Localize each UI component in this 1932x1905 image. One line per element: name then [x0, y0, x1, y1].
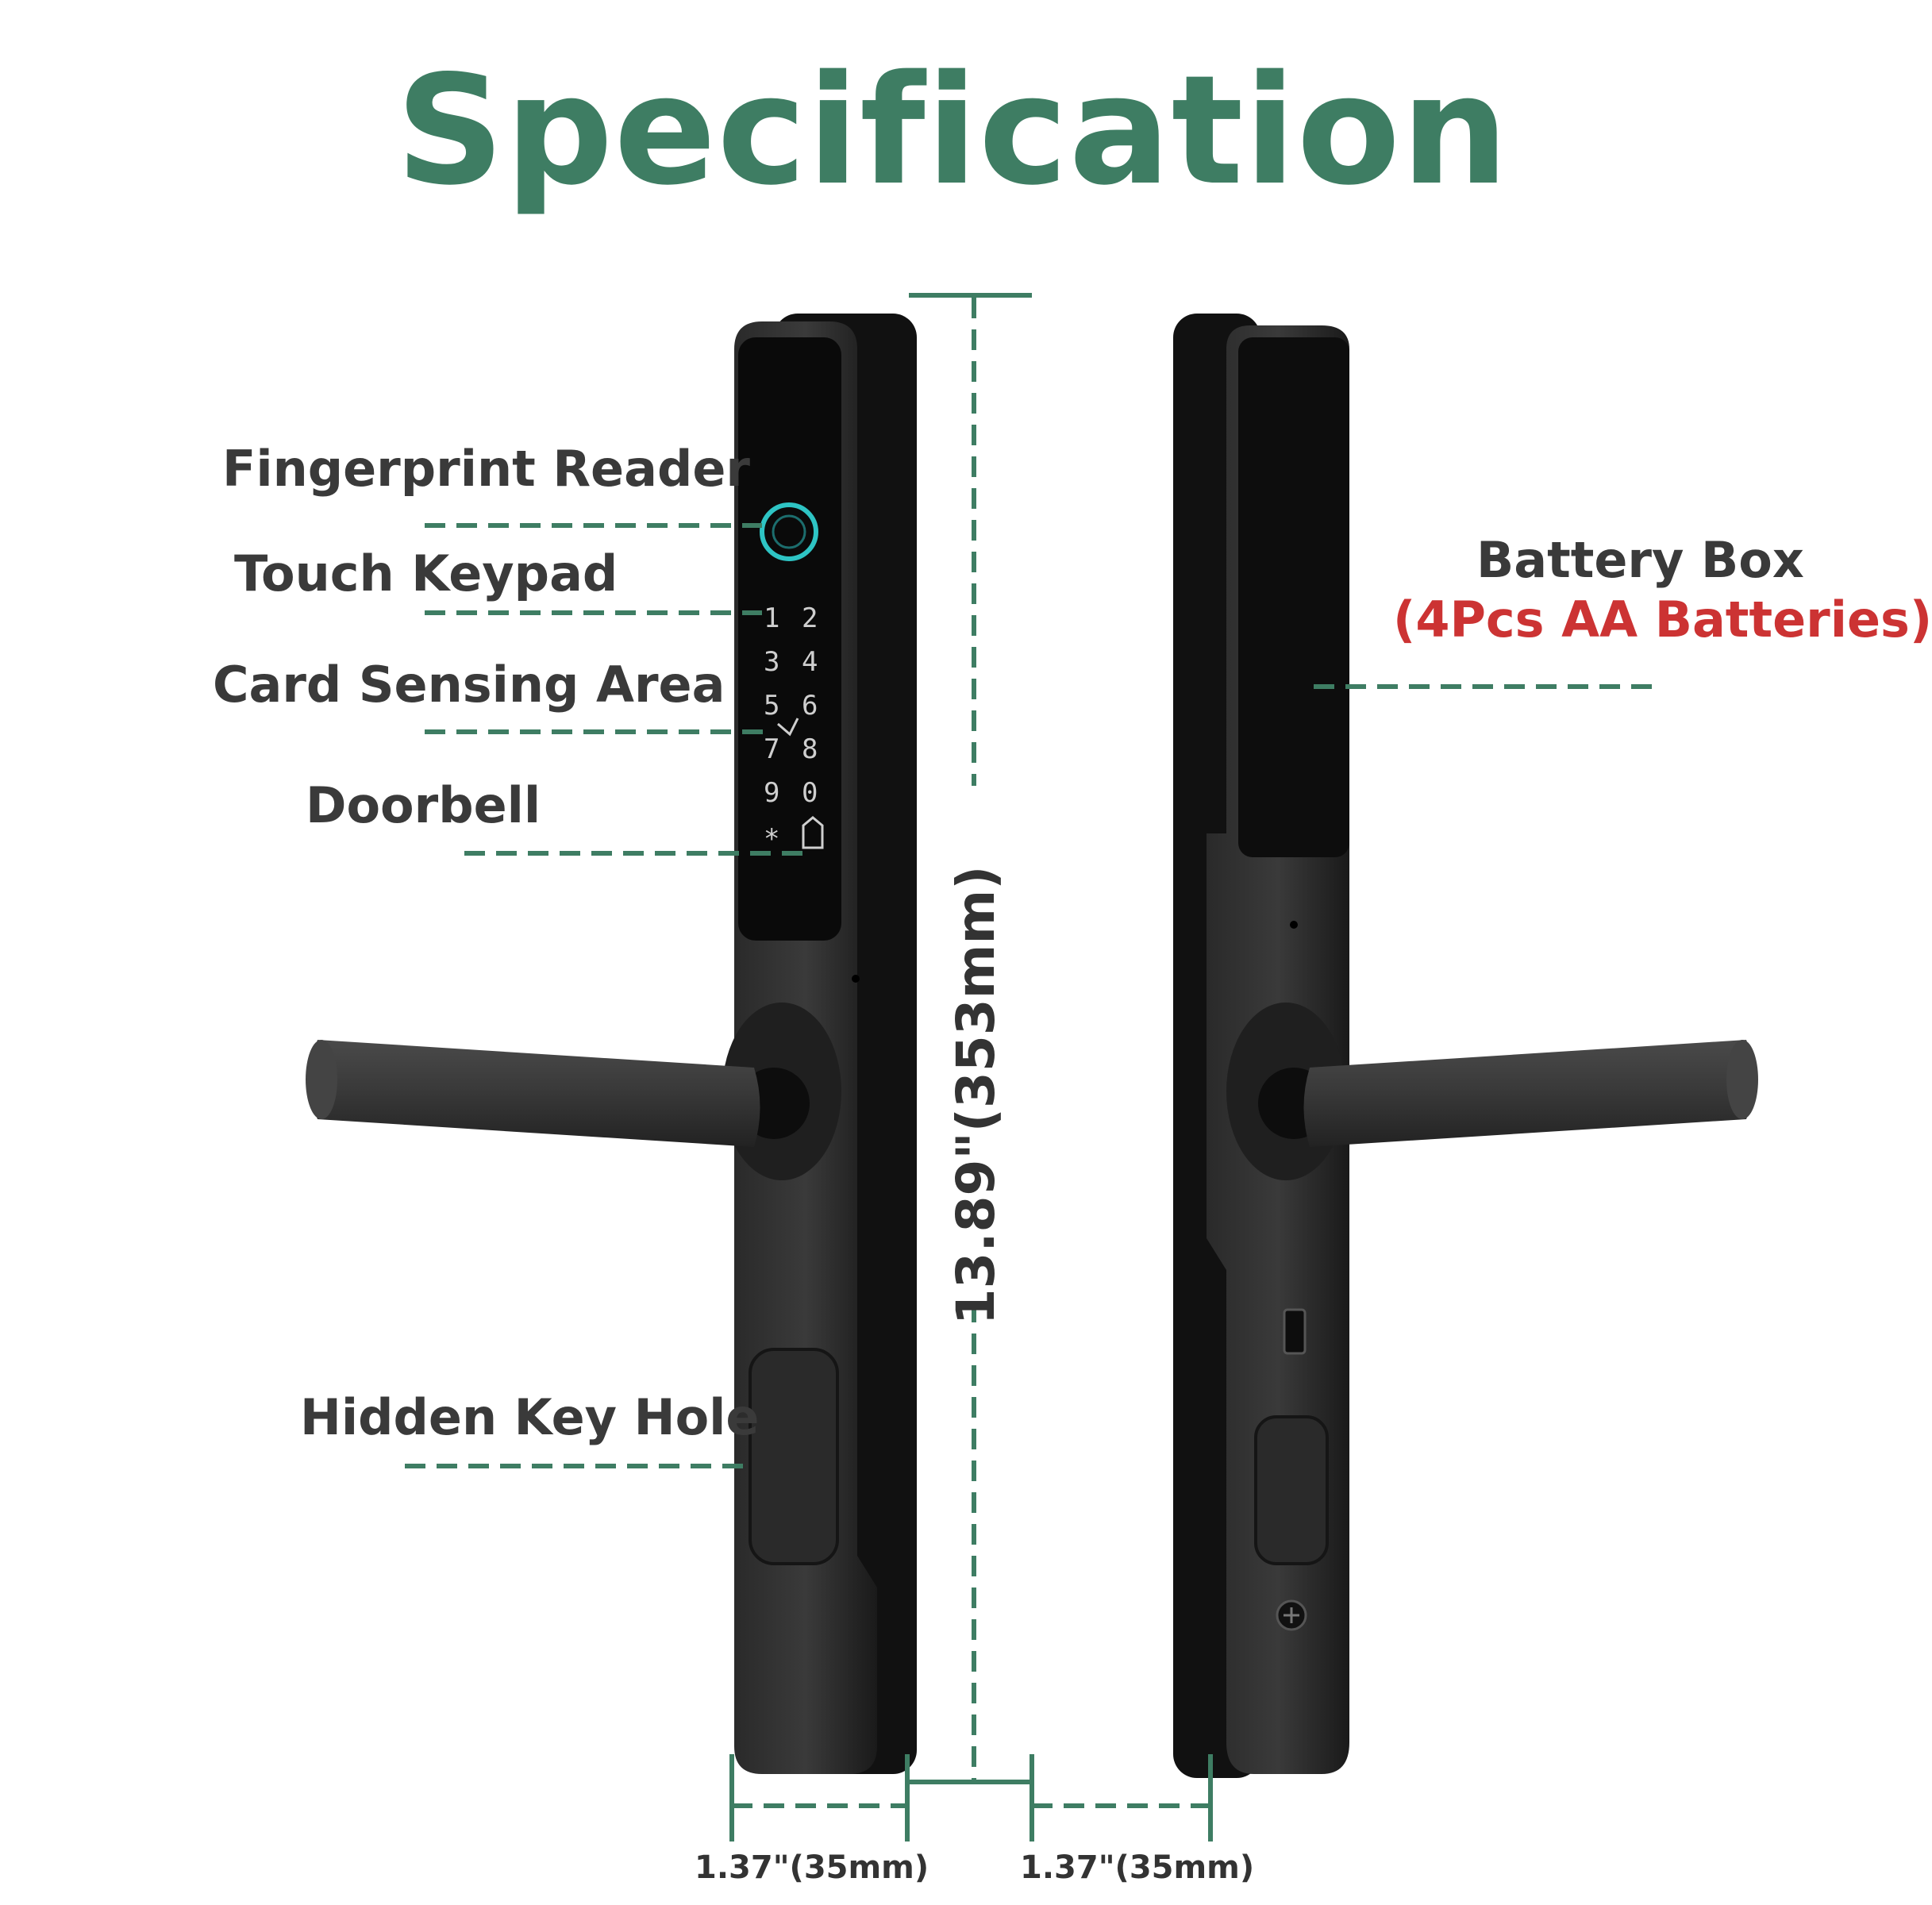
- label-card-sensing-area: Card Sensing Area: [213, 656, 725, 714]
- label-hidden-key-hole: Hidden Key Hole: [300, 1388, 760, 1446]
- card-sensing-icon: [777, 718, 799, 737]
- page-title: Specification: [395, 43, 1510, 218]
- front-handle: [310, 1040, 760, 1147]
- privacy-switch: [1283, 1308, 1307, 1355]
- key-star: *: [764, 823, 779, 855]
- label-battery-note: (4Pcs AA Batteries): [1393, 591, 1932, 648]
- key-2: 2: [802, 602, 818, 634]
- back-key-cover: [1254, 1415, 1329, 1565]
- back-handle: [1303, 1040, 1754, 1147]
- dimension-lines: [729, 293, 1213, 1842]
- label-doorbell: Doorbell: [306, 776, 541, 834]
- doorbell-icon: [802, 816, 824, 849]
- key-1: 1: [764, 602, 779, 634]
- key-6: 6: [802, 690, 818, 722]
- front-lock: 1 2 3 4 5 6 7 8 9 0 *: [306, 314, 917, 1774]
- hidden-key-hole-cover: [749, 1348, 839, 1565]
- keypad-panel: [738, 337, 841, 941]
- key-7: 7: [764, 733, 779, 765]
- callout-lines: [405, 523, 1659, 1468]
- key-4: 4: [802, 646, 818, 678]
- label-fingerprint-reader: Fingerprint Reader: [222, 440, 750, 498]
- width-front-label: 1.37"(35mm): [695, 1849, 929, 1886]
- label-battery-box: Battery Box: [1476, 531, 1804, 589]
- key-8: 8: [802, 733, 818, 765]
- key-0: 0: [802, 777, 818, 809]
- width-back-label: 1.37"(35mm): [1020, 1849, 1255, 1886]
- fingerprint-reader-icon: [760, 502, 818, 561]
- key-9: 9: [764, 777, 779, 809]
- key-5: 5: [764, 690, 779, 722]
- height-dimension-label: 13.89"(353mm): [945, 865, 1006, 1326]
- keypad-digits: 1 2 3 4 5 6 7 8 9 0 *: [764, 602, 818, 855]
- label-touch-keypad: Touch Keypad: [234, 545, 618, 602]
- key-3: 3: [764, 646, 779, 678]
- battery-box-cover: [1238, 337, 1349, 857]
